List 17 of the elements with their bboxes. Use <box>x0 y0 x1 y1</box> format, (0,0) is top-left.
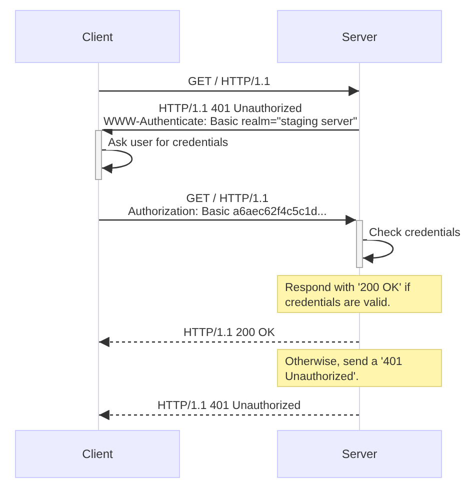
message-arrow <box>363 239 394 264</box>
message-arrow <box>102 149 132 174</box>
message-arrow <box>99 214 356 226</box>
participant-box: Server <box>277 430 442 478</box>
participant-box: Client <box>15 430 180 478</box>
message-label: Ask user for credentials <box>106 137 230 150</box>
message-arrow <box>99 410 359 420</box>
participant-box: Client <box>15 10 180 63</box>
message-label: HTTP/1.1 401 Unauthorized WWW-Authenticate: Basic realm="staging server" <box>102 103 360 129</box>
participant-box: Server <box>277 10 442 63</box>
message-arrow <box>99 86 359 96</box>
message-arrow <box>99 336 359 348</box>
activation-bar <box>356 220 363 268</box>
activation-bar <box>95 130 102 180</box>
note-box: Respond with '200 OK' if credentials are valid. <box>277 275 442 313</box>
message-label: Check credentials <box>367 227 462 240</box>
note-box: Otherwise, send a '401 Unauthorized'. <box>277 349 442 387</box>
